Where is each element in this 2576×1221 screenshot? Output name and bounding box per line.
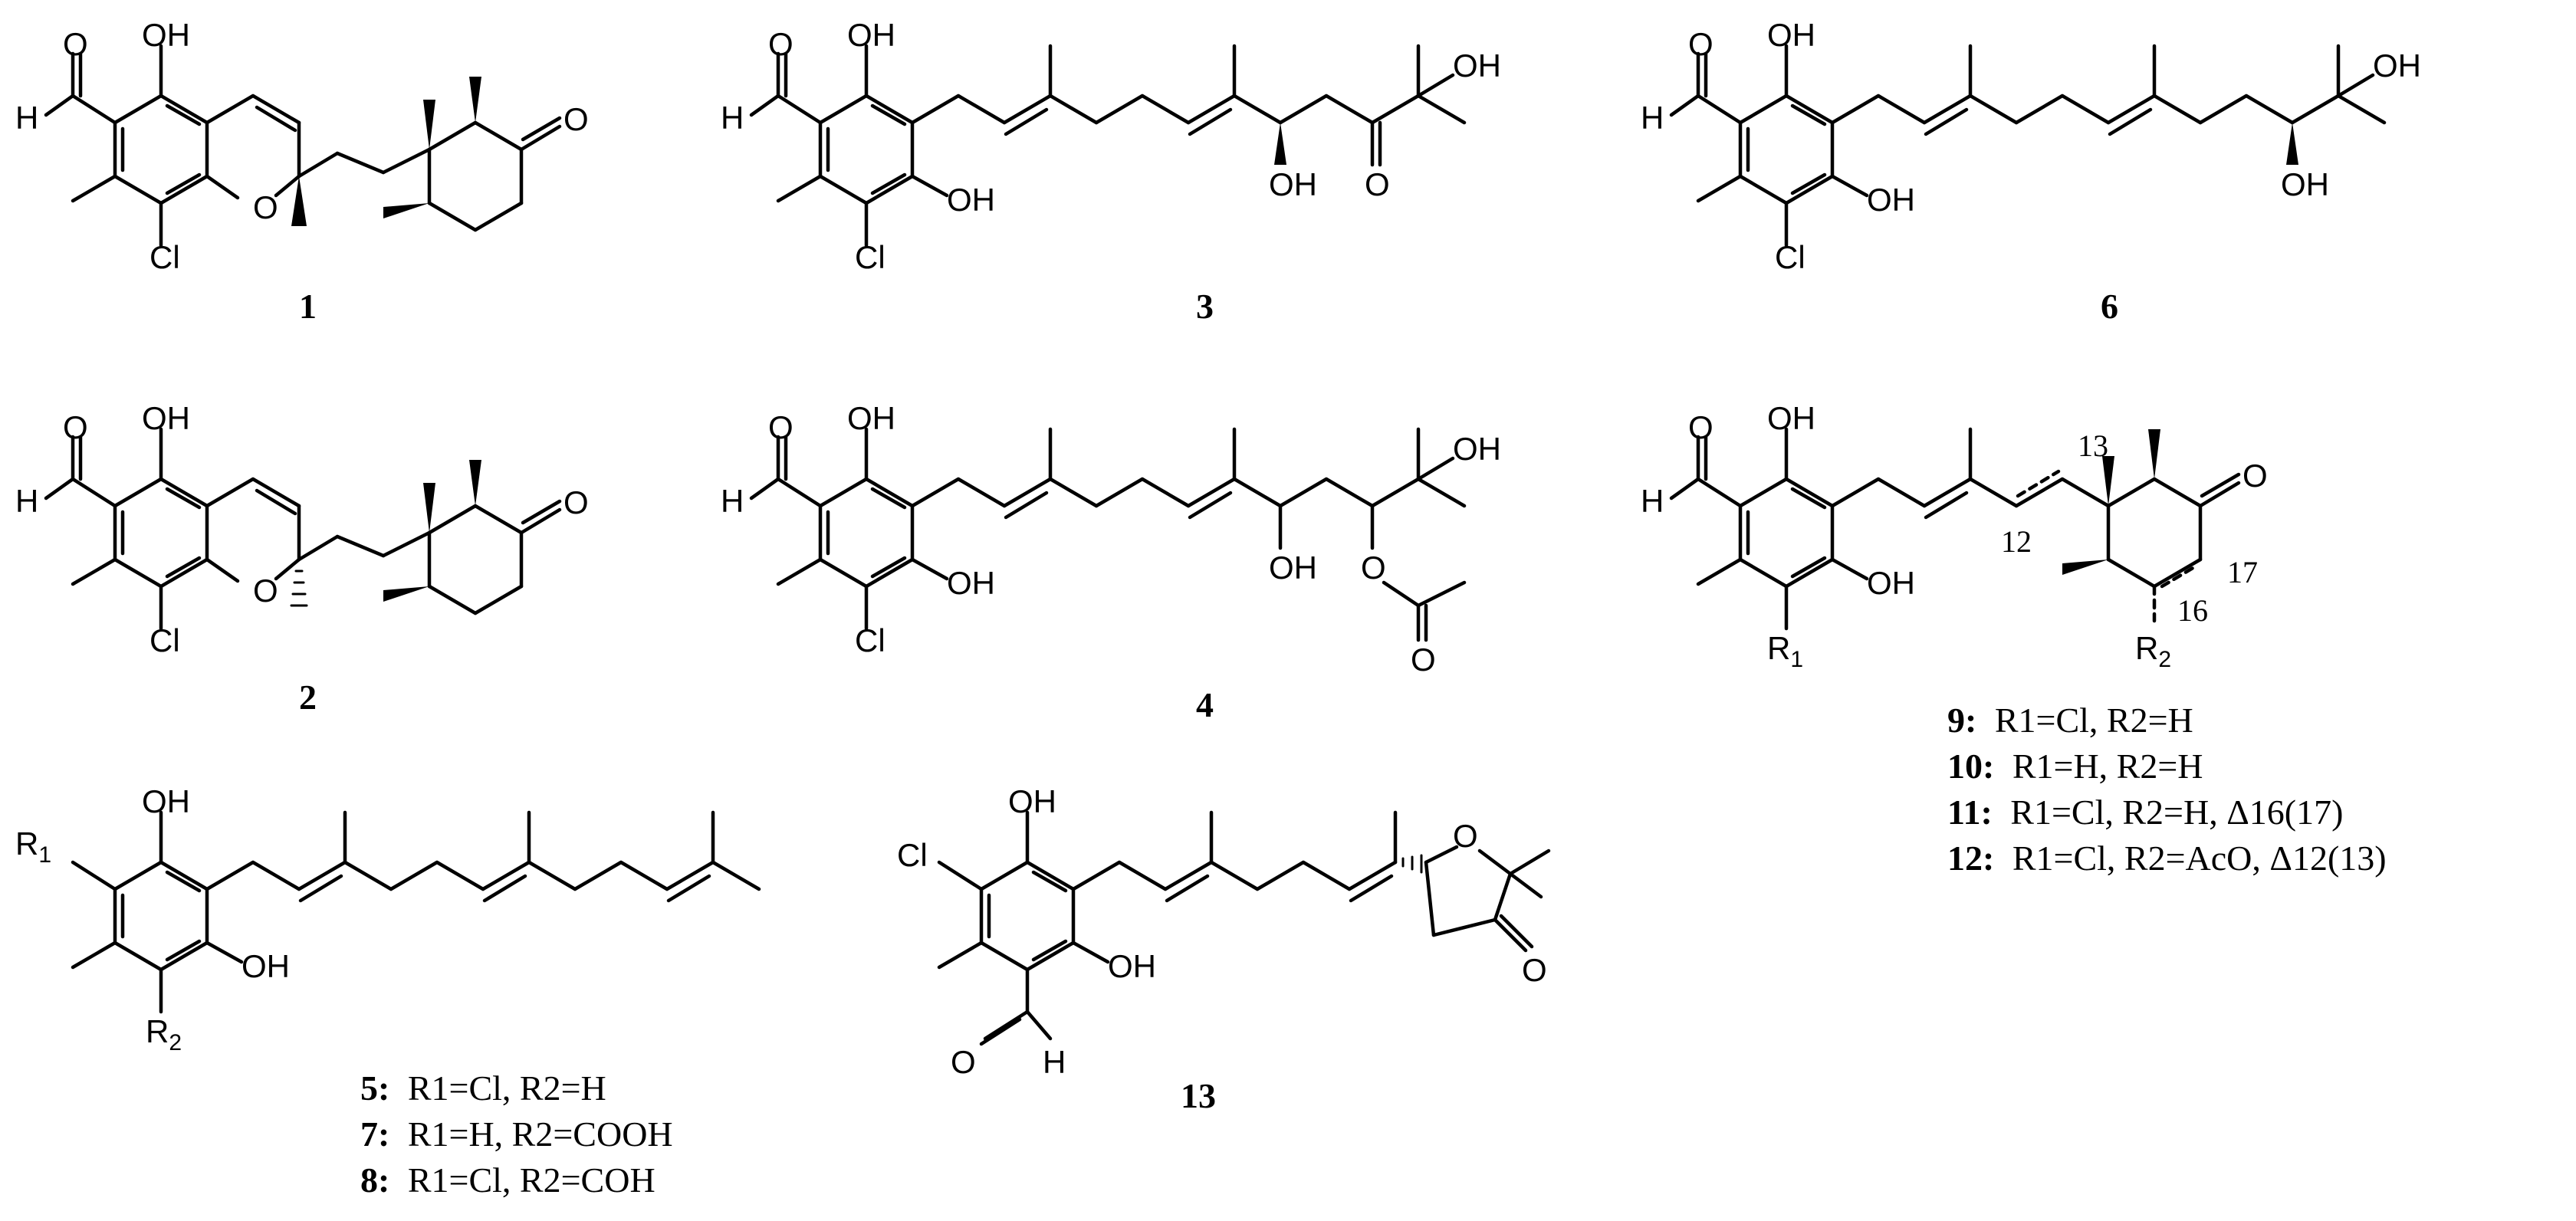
compound-13-number: 13	[1181, 1076, 1216, 1115]
aldehyde-oxygen-label: O	[768, 26, 794, 62]
r2-label: R2	[146, 1013, 182, 1055]
aldehyde-oxygen-label: O	[1688, 26, 1714, 62]
compound-1-structure: OH O H Cl O	[15, 17, 589, 326]
hydroxyl-label: OH	[1453, 431, 1501, 467]
chloro-label: Cl	[855, 239, 886, 275]
aldehyde-hydrogen-label: H	[1641, 483, 1664, 519]
hydroxyl-label: OH	[1453, 48, 1501, 84]
compound-6-structure: OH O H Cl OH OH	[1641, 17, 2421, 326]
hydroxyl-label: OH	[2281, 166, 2329, 202]
aldehyde-hydrogen-label: H	[721, 100, 744, 136]
ketone-oxygen-label: O	[1522, 952, 1547, 988]
position-12-label: 12	[2001, 524, 2032, 559]
chloro-label: Cl	[150, 239, 180, 275]
compound-5-7-8-structure: OH R1 R2 OH 5:	[15, 783, 761, 1200]
aldehyde-oxygen-label: O	[768, 409, 794, 445]
ring-oxygen-label: O	[253, 189, 278, 225]
hydroxyl-label: OH	[1269, 166, 1317, 202]
compound-4-number: 4	[1196, 685, 1214, 724]
hydroxyl-label: OH	[142, 783, 190, 819]
chloro-label: Cl	[897, 837, 928, 873]
position-17-label: 17	[2227, 555, 2258, 589]
ketone-oxygen-label: O	[2242, 458, 2268, 494]
hydroxyl-label: OH	[142, 17, 190, 53]
compound-1-number: 1	[299, 287, 317, 326]
compound-8-legend: 8: R1=Cl, R2=COH	[360, 1160, 656, 1200]
hydroxyl-label: OH	[1108, 948, 1156, 984]
chloro-label: Cl	[855, 622, 886, 658]
aldehyde-oxygen-label: O	[951, 1044, 976, 1080]
compound-10-legend: 10: R1=H, R2=H	[1947, 747, 2203, 786]
chloro-label: Cl	[1775, 239, 1806, 275]
compound-5-legend: 5: R1=Cl, R2=H	[360, 1068, 606, 1108]
compound-13-structure: OH Cl O H OH O	[897, 783, 1551, 1115]
compound-4-structure: OH O H Cl OH OH	[721, 400, 1501, 724]
aldehyde-hydrogen-label: H	[15, 483, 38, 519]
r2-label: R2	[2135, 630, 2171, 672]
ring-oxygen-label: O	[253, 573, 278, 609]
compound-7-legend: 7: R1=H, R2=COOH	[360, 1114, 673, 1154]
aldehyde-oxygen-label: O	[63, 409, 88, 445]
hydroxyl-label: OH	[142, 400, 190, 436]
compound-11-legend: 11: R1=Cl, R2=H, Δ16(17)	[1947, 793, 2343, 832]
aldehyde-hydrogen-label: H	[1641, 100, 1664, 136]
hydroxyl-label: OH	[847, 400, 895, 436]
ketone-oxygen-label: O	[1365, 166, 1390, 202]
aldehyde-oxygen-label: O	[1688, 409, 1714, 445]
carbonyl-oxygen-label: O	[1411, 642, 1436, 678]
hydroxyl-label: OH	[847, 17, 895, 53]
r1-label: R1	[1767, 630, 1803, 672]
compound-3-number: 3	[1196, 287, 1214, 326]
ketone-oxygen-label: O	[564, 484, 589, 520]
hydroxyl-label: OH	[947, 182, 995, 218]
hydroxyl-label: OH	[1767, 400, 1815, 436]
hydroxyl-label: OH	[242, 948, 290, 984]
hydroxyl-label: OH	[2373, 48, 2421, 84]
compound-12-legend: 12: R1=Cl, R2=AcO, Δ12(13)	[1947, 839, 2387, 878]
chloro-label: Cl	[150, 622, 180, 658]
ester-oxygen-label: O	[1361, 550, 1386, 586]
hydroxyl-label: OH	[947, 565, 995, 601]
compound-3-structure: OH O H Cl OH OH	[721, 17, 1501, 326]
position-16-label: 16	[2177, 593, 2208, 628]
hydroxyl-label: OH	[1767, 17, 1815, 53]
aldehyde-hydrogen-label: H	[721, 483, 744, 519]
compound-2-structure: OH O H Cl O	[15, 400, 589, 717]
compound-9-12-structure: OH O H R1 OH 13 12	[1641, 400, 2387, 878]
compound-9-legend: 9: R1=Cl, R2=H	[1947, 701, 2193, 740]
hydroxyl-label: OH	[1269, 550, 1317, 586]
ring-oxygen-label: O	[1453, 818, 1478, 854]
ketone-oxygen-label: O	[564, 101, 589, 137]
compound-6-number: 6	[2101, 287, 2118, 326]
aldehyde-hydrogen-label: H	[1043, 1044, 1066, 1080]
aldehyde-hydrogen-label: H	[15, 100, 38, 136]
hydroxyl-label: OH	[1008, 783, 1056, 819]
hydroxyl-label: OH	[1867, 182, 1915, 218]
compound-2-number: 2	[299, 678, 317, 717]
r1-label: R1	[15, 825, 51, 868]
aldehyde-oxygen-label: O	[63, 26, 88, 62]
hydroxyl-label: OH	[1867, 565, 1915, 601]
